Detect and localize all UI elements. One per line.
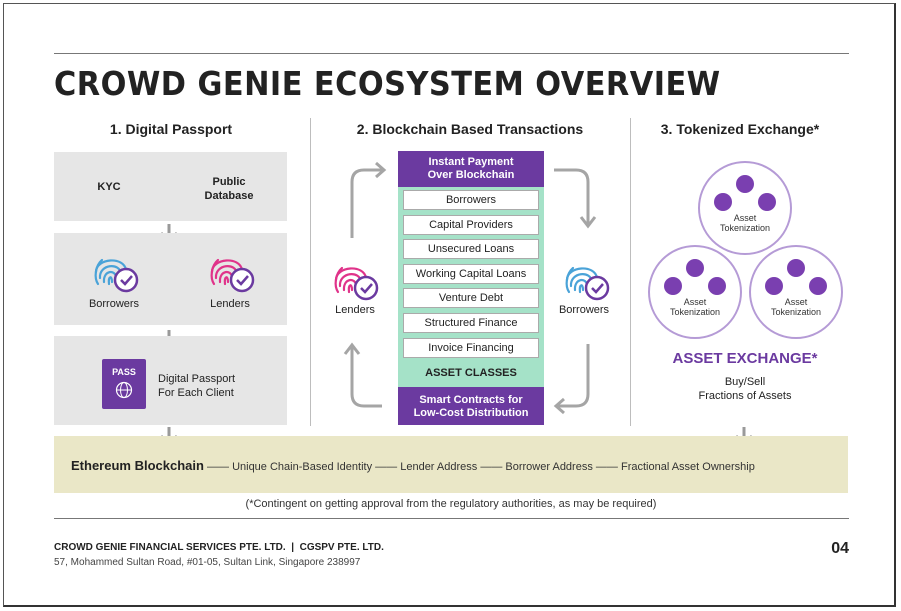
col2-lenders-label: Lenders [335,304,375,316]
passport-box [54,336,287,425]
smart-contracts-box: Smart Contracts for Low-Cost Distributio… [398,387,544,425]
globe-icon [115,381,133,399]
asset-exchange-subtitle: Buy/Sell Fractions of Assets [698,376,792,402]
page-title: CROWD GENIE ECOSYSTEM OVERVIEW [54,64,721,103]
borrowers-label: Borrowers [88,298,140,310]
asset-exchange-title: ASSET EXCHANGE* [672,350,818,367]
arrow-up-icon [343,342,382,408]
public-database-label: Public Database [204,176,254,202]
top-rule [54,53,849,54]
arrow-down-left-icon [553,344,590,415]
footer-address: 57, Mohammed Sultan Road, #01-05, Sultan… [54,557,361,568]
kyc-label: KYC [97,181,121,193]
fingerprint-icon [334,266,379,301]
page-frame [3,3,896,607]
chain-item: Fractional Asset Ownership [620,461,755,473]
col1-heading: 1. Digital Passport [109,121,233,137]
chain-row: Ethereum Blockchain —— Unique Chain-Base… [71,458,755,473]
chain-item: Unique Chain-Based Identity [232,461,373,473]
asset-class-item: Invoice Financing [403,337,539,358]
asset-class-item: Venture Debt [403,288,539,309]
instant-payment-box: Instant Payment Over Blockchain [398,151,544,187]
kyc-box [54,152,287,221]
arrow-up-right-icon [350,161,387,238]
asset-class-item: Capital Providers [403,214,539,235]
column-divider [630,118,631,426]
col2-borrowers-label: Borrowers [558,304,610,316]
page-number: 04 [831,540,849,557]
fingerprint-icon [94,258,139,293]
col3-heading: 3. Tokenized Exchange* [660,121,820,137]
pass-label: PASS [112,367,136,377]
asset-class-item: Unsecured Loans [403,239,539,260]
lenders-label: Lenders [210,298,250,310]
chain-item: Lender Address [400,461,478,473]
footer-company: CROWD GENIE FINANCIAL SERVICES PTE. LTD.… [54,542,384,553]
arrow-down-icon [554,168,597,229]
asset-class-item: Borrowers [403,190,539,210]
col2-heading: 2. Blockchain Based Transactions [356,121,584,137]
footnote: (*Contingent on getting approval from th… [245,498,657,510]
passport-icon: PASS [102,359,146,409]
chain-label: Ethereum Blockchain [71,458,204,473]
asset-class-item: Structured Finance [403,313,539,333]
fingerprint-icon [210,258,255,293]
digital-passport-label: Digital Passport For Each Client [158,373,236,399]
footer-rule [54,518,849,519]
chain-item: Borrower Address [505,461,593,473]
fingerprint-icon [565,266,610,301]
ethereum-blockchain-band [54,436,848,493]
column-divider [310,118,311,426]
asset-class-item: Working Capital Loans [403,263,539,284]
asset-classes-label: ASSET CLASSES [425,367,517,379]
